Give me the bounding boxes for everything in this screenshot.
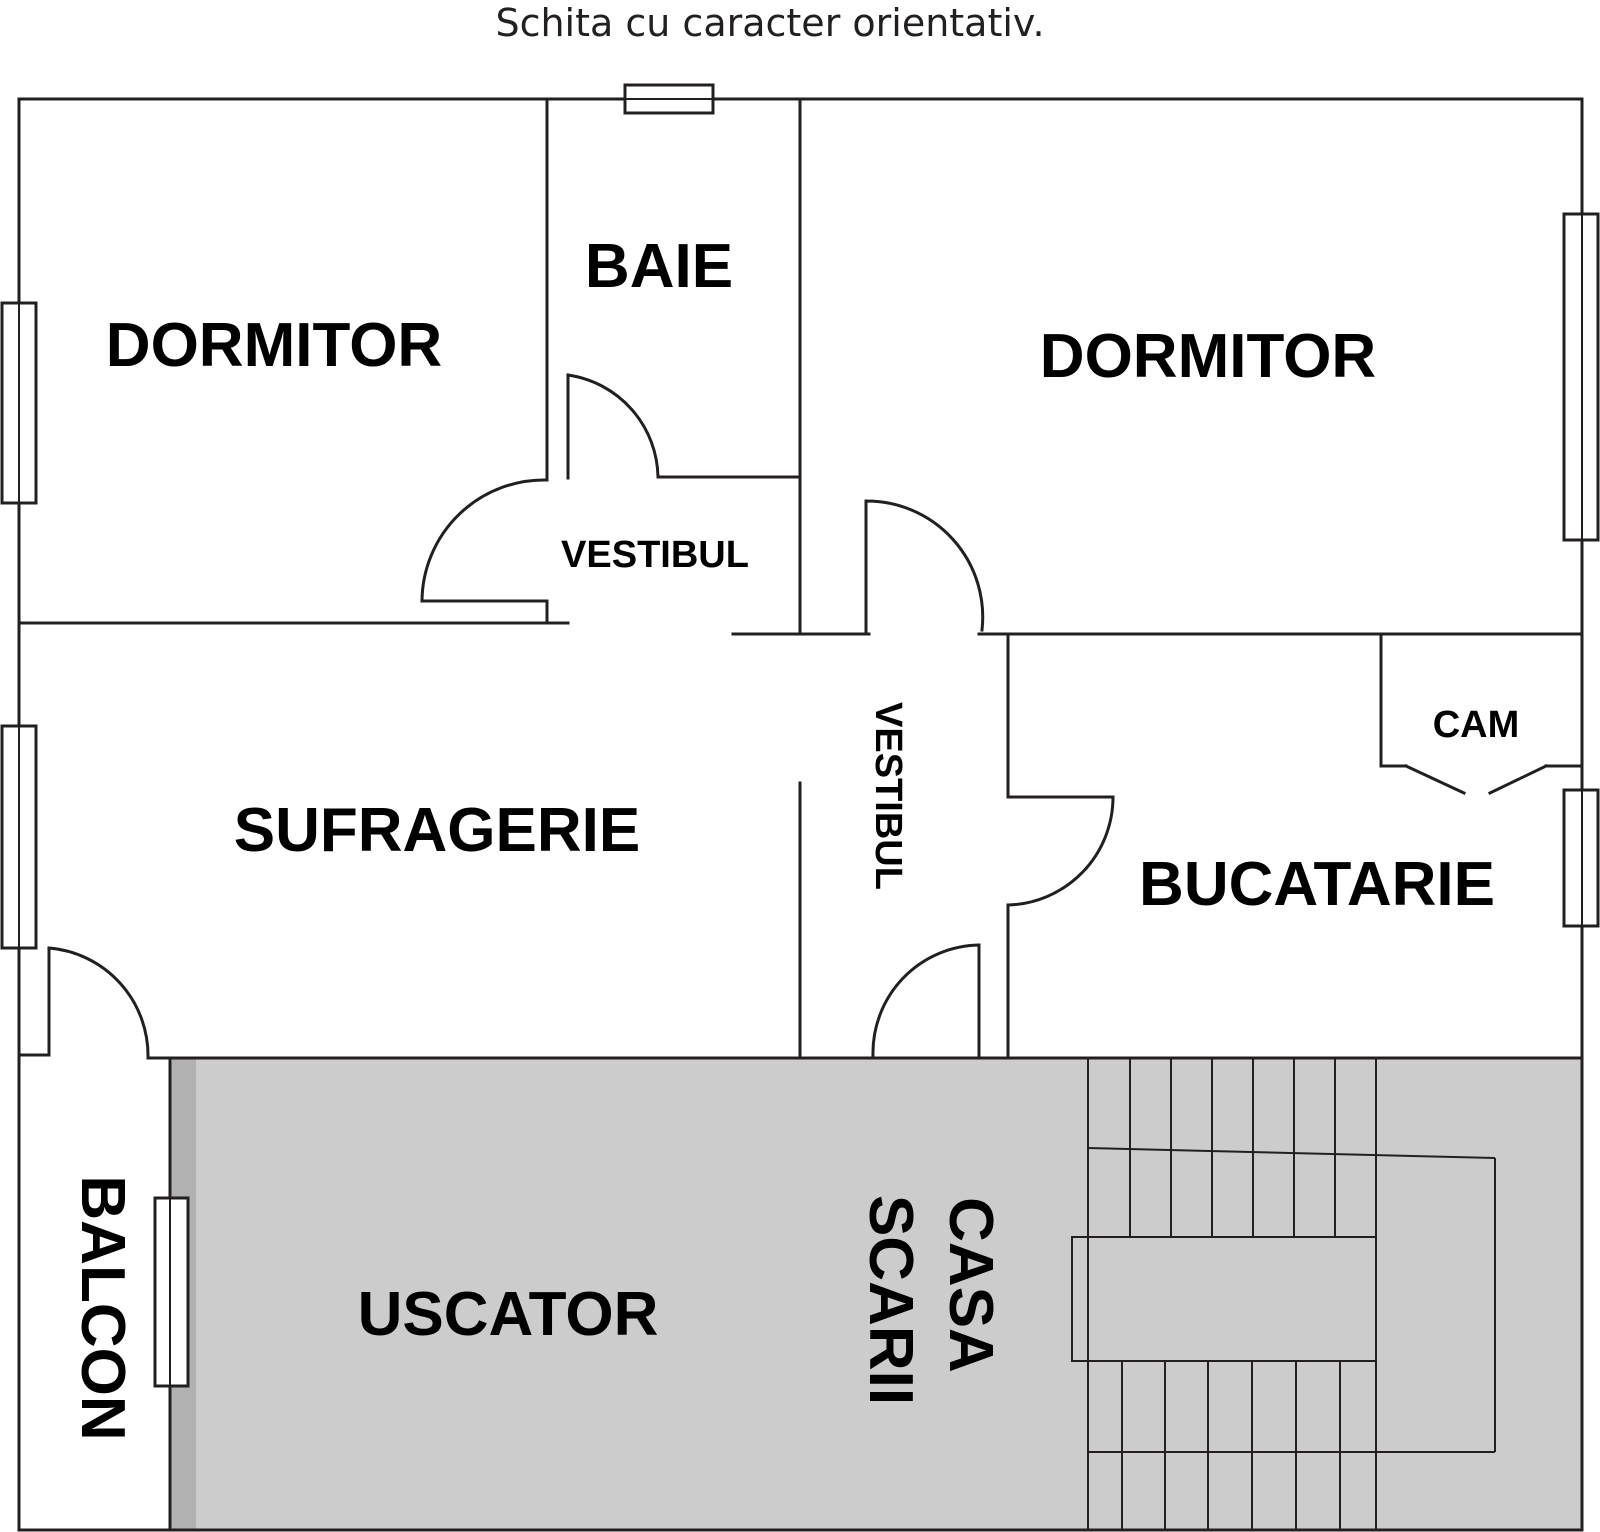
room-label-cam: CAM bbox=[1433, 704, 1520, 746]
staircase bbox=[1071, 1058, 1496, 1530]
uscator-area bbox=[170, 1058, 801, 1530]
windows bbox=[0, 83, 1600, 1388]
room-label-casa: CASA bbox=[936, 1197, 1005, 1373]
room-label-scarii: SCARII bbox=[856, 1195, 925, 1405]
room-label-sufragerie: SUFRAGERIE bbox=[234, 796, 640, 865]
interior-walls bbox=[17, 97, 1584, 1532]
room-label-uscator: USCATOR bbox=[358, 1280, 659, 1349]
room-label-bucatarie: BUCATARIE bbox=[1139, 850, 1495, 919]
window-balcon bbox=[153, 1196, 190, 1388]
door-swings bbox=[47, 373, 1115, 1060]
room-label-dormitor-right: DORMITOR bbox=[1040, 322, 1376, 391]
room-label-baie: BAIE bbox=[585, 232, 733, 301]
plan-caption: Schita cu caracter orientativ. bbox=[495, 1, 1044, 45]
room-label-balcon: BALCON bbox=[68, 1175, 137, 1440]
room-label-dormitor-left: DORMITOR bbox=[106, 311, 442, 380]
room-label-vestibul-center: VESTIBUL bbox=[867, 702, 909, 890]
room-label-vestibul-top: VESTIBUL bbox=[561, 534, 749, 576]
